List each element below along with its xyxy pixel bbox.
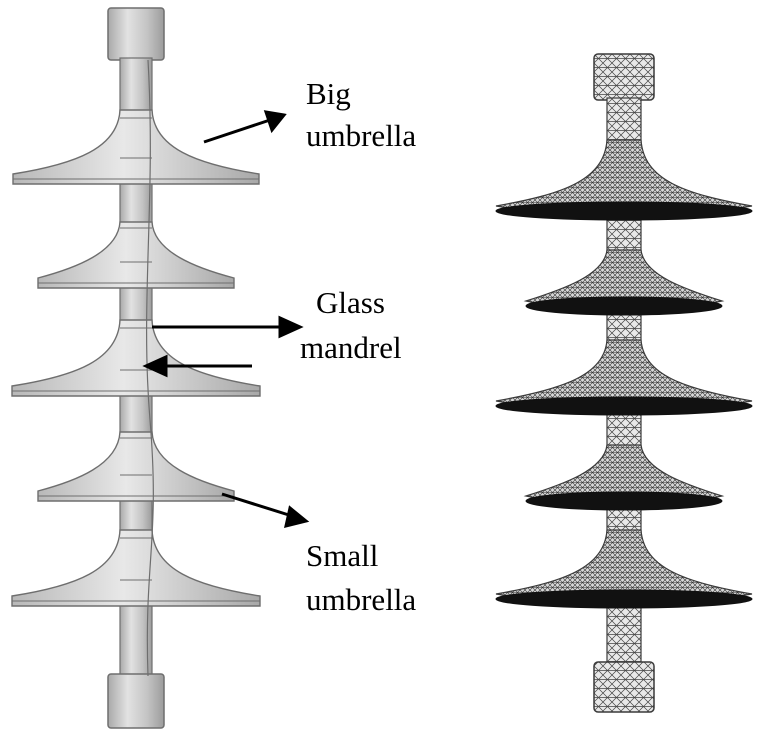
glass-mandrel-arrow-left: [142, 354, 252, 378]
small-umbrella-arrow: [221, 492, 310, 529]
mesh-top-fitting: [593, 53, 655, 101]
mesh-shed-dense-rim: [525, 296, 723, 316]
label-big-umbrella-line1: Big: [306, 76, 351, 111]
rod-seam-curve: [145, 59, 154, 677]
label-glass-mandrel-line1: Glass: [316, 285, 385, 320]
big-umbrella-shed-2: [11, 319, 261, 397]
mesh-shed-dense-rim: [525, 491, 723, 511]
mesh-bottom-fitting: [593, 661, 655, 713]
meshed-insulator-model: [495, 53, 753, 713]
big-umbrella-arrow: [203, 110, 287, 144]
glass-mandrel-arrow-right: [152, 315, 304, 339]
small-umbrella-shed-2: [37, 431, 235, 502]
small-umbrella-shed-1: [37, 221, 235, 289]
label-big-umbrella-line2: umbrella: [306, 118, 416, 153]
bottom-fitting: [107, 673, 165, 729]
mesh-shed-dense-rim: [495, 201, 753, 221]
big-umbrella-shed-3: [11, 529, 261, 607]
label-small-umbrella-line2: umbrella: [306, 582, 416, 617]
label-glass-mandrel-line2: mandrel: [300, 330, 402, 365]
label-small-umbrella-line1: Small: [306, 538, 378, 573]
solid-insulator-model: [11, 7, 261, 729]
mesh-shed-dense-rim: [495, 396, 753, 416]
big-umbrella-shed-1: [12, 109, 260, 185]
top-fitting: [107, 7, 165, 61]
mesh-shed-dense-rim: [495, 589, 753, 609]
annotation-arrows: [142, 110, 310, 529]
